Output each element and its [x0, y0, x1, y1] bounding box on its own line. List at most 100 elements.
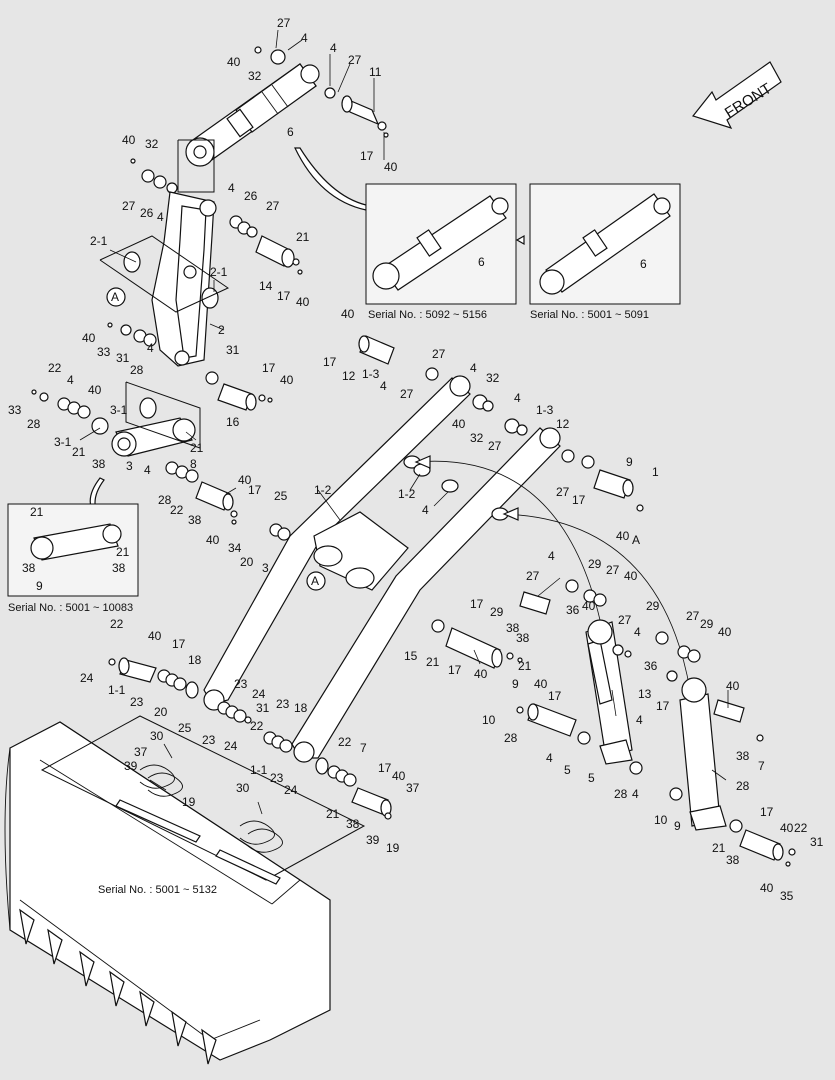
inset-link: Serial No. : 5001 ~ 10083 [7, 503, 139, 614]
callout: 10 [482, 713, 496, 727]
bucket-teeth [19, 908, 217, 1065]
callout: 27 [432, 347, 446, 361]
callout: 21 [296, 230, 310, 244]
callout: 24 [80, 671, 94, 685]
callout: 30 [236, 781, 250, 795]
callout: 40 [624, 569, 638, 583]
callout: 40 [582, 599, 596, 613]
callout: 29 [646, 599, 660, 613]
callout: 1-1 [108, 683, 126, 697]
callout: 10 [654, 813, 668, 827]
callout: 29 [700, 617, 714, 631]
callout: 37 [134, 745, 148, 759]
callout: 4 [470, 361, 477, 375]
detail-marker-a-1: A [106, 287, 126, 307]
callout: 22 [338, 735, 352, 749]
callout: 17 [448, 663, 462, 677]
inset-caption-left: Serial No. : 5092 ~ 5156 [368, 309, 487, 321]
callout: 13 [638, 687, 652, 701]
callout: 27 [556, 485, 570, 499]
callout-labels: 27 4 40 32 4 27 11 6 17 40 40 32 27 26 4… [8, 16, 824, 903]
callout: 23 [276, 697, 290, 711]
link-3 [111, 397, 196, 457]
callout: 4 [632, 787, 639, 801]
callout: 26 [140, 206, 154, 220]
callout: 1-3 [536, 403, 554, 417]
callout: 15 [404, 649, 418, 663]
callout: 40 [718, 625, 732, 639]
callout: 38 [736, 749, 750, 763]
callout: 4 [636, 713, 643, 727]
callout: 12 [556, 417, 570, 431]
callout: 40 [88, 383, 102, 397]
crank-left-washers [107, 322, 157, 347]
callout: 4 [144, 463, 151, 477]
callout: 9 [674, 819, 681, 833]
callout: 4 [380, 379, 387, 393]
callout: 30 [150, 729, 164, 743]
callout: 17 [172, 637, 186, 651]
callout: 3 [262, 561, 269, 575]
callout: 33 [8, 403, 22, 417]
inset-caption-right: Serial No. : 5001 ~ 5091 [530, 309, 649, 321]
callout: 22 [794, 821, 808, 835]
callout: 40 [148, 629, 162, 643]
callout: 40 [392, 769, 406, 783]
callout: 21 [72, 445, 86, 459]
callout: 3 [126, 459, 133, 473]
inset-cylinder-left: 6 Serial No. : 5092 ~ 5156 [365, 183, 517, 321]
callout: 1 [652, 465, 659, 479]
callout: 40 [452, 417, 466, 431]
detail-marker-a-2: A [306, 571, 326, 591]
callout: 16 [226, 415, 240, 429]
boom-arm [203, 375, 561, 763]
callout: 31 [116, 351, 130, 365]
callout: 4 [422, 503, 429, 517]
callout: 28 [614, 787, 628, 801]
callout: 19 [182, 795, 196, 809]
callout: 1-2 [314, 483, 332, 497]
callout: 5 [588, 771, 595, 785]
callout: 40 [760, 881, 774, 895]
callout: 8 [190, 457, 197, 471]
callout: 3-1 [110, 403, 128, 417]
callout: 40 [534, 677, 548, 691]
callout: 38 [516, 631, 530, 645]
callout: 24 [252, 687, 266, 701]
callout: 32 [248, 69, 262, 83]
callout: 38 [188, 513, 202, 527]
callout: 2-1 [90, 234, 108, 248]
bell-crank [123, 191, 219, 367]
callout: A [632, 533, 640, 547]
callout: 23 [202, 733, 216, 747]
callout: 22 [170, 503, 184, 517]
callout: 27 [122, 199, 136, 213]
callout: 36 [644, 659, 658, 673]
callout: 18 [294, 701, 308, 715]
callout: 40 [122, 133, 136, 147]
callout: 4 [514, 391, 521, 405]
callout: 21 [326, 807, 340, 821]
callout: 22 [110, 617, 124, 631]
callout: 22 [48, 361, 62, 375]
lift-cylinder-left [519, 579, 633, 765]
callout: 17 [248, 483, 262, 497]
callout: 40 [82, 331, 96, 345]
callout: 26 [244, 189, 258, 203]
callout: 1-1 [250, 763, 268, 777]
callout: 25 [178, 721, 192, 735]
bucket [4, 721, 331, 1065]
callout: 9 [36, 579, 43, 593]
callout: 32 [145, 137, 159, 151]
lift-cylinder-right [655, 631, 764, 831]
callout: 4 [634, 625, 641, 639]
callout: 33 [97, 345, 111, 359]
callout: 38 [346, 817, 360, 831]
callout: 17 [656, 699, 670, 713]
callout: 27 [266, 199, 280, 213]
lift-cylinder-pins [516, 703, 796, 867]
callout: 32 [486, 371, 500, 385]
callout: 22 [250, 719, 264, 733]
callout: 21 [30, 505, 44, 519]
